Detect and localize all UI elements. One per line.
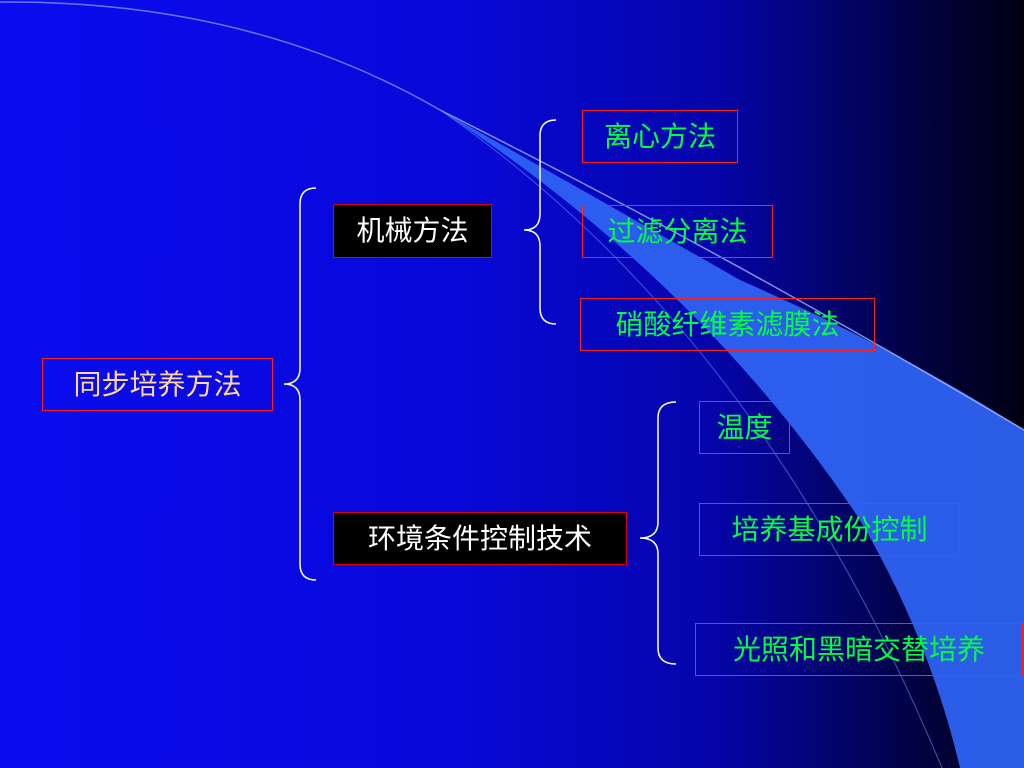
leaf-label: 光照和黑暗交替培养 <box>732 632 985 666</box>
category-node-mechanical: 机械方法 <box>333 204 492 258</box>
leaf-label: 硝酸纤维素滤膜法 <box>615 307 840 341</box>
leaf-node-light-dark-alternation: 光照和黑暗交替培养 <box>695 623 1023 676</box>
leaf-node-centrifuge: 离心方法 <box>582 110 738 163</box>
root-label: 同步培养方法 <box>73 367 242 401</box>
leaf-node-filtration: 过滤分离法 <box>582 205 773 258</box>
category-label: 环境条件控制技术 <box>367 521 592 555</box>
leaf-label: 过滤分离法 <box>607 214 748 248</box>
leaf-node-nitrocellulose-membrane: 硝酸纤维素滤膜法 <box>580 298 875 351</box>
category-node-environment: 环境条件控制技术 <box>333 512 627 565</box>
leaf-label: 离心方法 <box>603 119 716 153</box>
swoosh-inner-edge <box>439 109 943 768</box>
mechanical-bracket <box>523 119 557 325</box>
root-bracket <box>283 187 317 581</box>
top-arc-line <box>0 1 441 111</box>
root-node: 同步培养方法 <box>42 358 273 411</box>
leaf-label: 培养基成份控制 <box>731 512 928 546</box>
light-blue-swoosh <box>440 110 1024 768</box>
leaf-node-temperature: 温度 <box>699 401 790 454</box>
swoosh-highlight <box>439 109 1024 431</box>
environment-bracket <box>639 401 677 665</box>
leaf-label: 温度 <box>716 410 773 444</box>
leaf-node-medium-composition: 培养基成份控制 <box>699 503 960 556</box>
category-label: 机械方法 <box>356 214 469 247</box>
